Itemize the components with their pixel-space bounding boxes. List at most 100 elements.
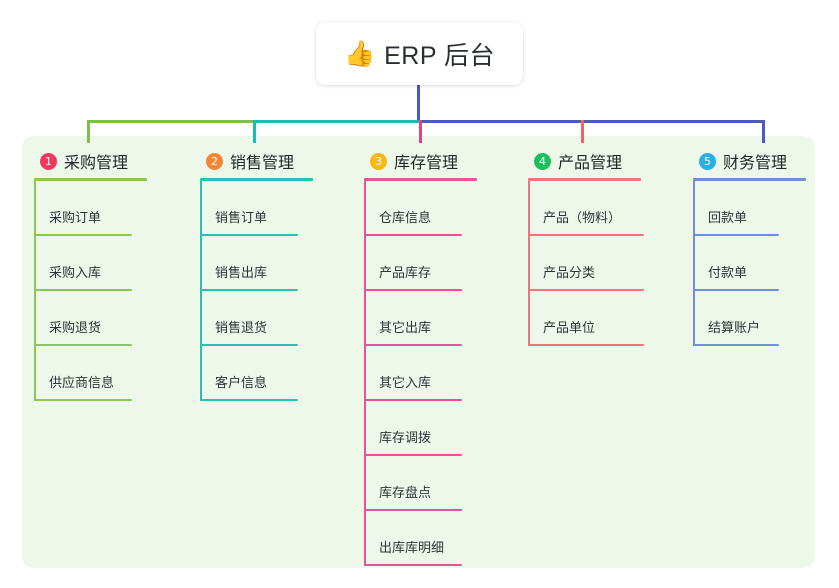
branch-column-1: 1 采购管理采购订单采购入库采购退货供应商信息 <box>34 150 147 401</box>
column-badge-2: 2 <box>206 152 223 170</box>
branch-item-label: 付款单 <box>708 265 748 280</box>
column-underline-5 <box>693 178 806 181</box>
branch-item-underline <box>364 564 462 566</box>
branch-item-underline <box>364 509 462 511</box>
branch-item-underline <box>200 234 298 236</box>
branch-column-4: 4 产品管理产品（物料） 产品分类产品单位 <box>528 150 644 346</box>
branch-item-label: 销售退货 <box>215 320 268 335</box>
branch-item-label: 回款单 <box>708 210 748 225</box>
branch-item-label: 采购退货 <box>49 320 102 335</box>
branches-panel <box>22 136 815 568</box>
column-badge-4: 4 <box>534 152 551 170</box>
column-underline-3 <box>364 178 477 181</box>
branch-item[interactable]: 库存盘点 <box>364 456 477 511</box>
branch-item-label: 库存调拨 <box>379 430 432 445</box>
branch-item-label: 销售订单 <box>215 210 268 225</box>
root-title: ERP 后台 <box>384 41 496 70</box>
branch-item-label: 产品分类 <box>543 265 596 280</box>
branch-item-label: 其它入库 <box>379 375 432 390</box>
column-title-2: 销售管理 <box>230 155 295 172</box>
column-items-2: 销售订单销售出库销售退货客户信息 <box>200 181 313 401</box>
connector-drop-1 <box>87 120 90 143</box>
column-trunk-5 <box>693 181 695 346</box>
branch-item[interactable]: 销售订单 <box>200 181 313 236</box>
column-header-1[interactable]: 1 采购管理 <box>40 150 147 172</box>
branch-item[interactable]: 产品分类 <box>528 236 644 291</box>
branch-item[interactable]: 供应商信息 <box>34 346 147 401</box>
branch-item-label: 供应商信息 <box>49 375 115 390</box>
column-items-3: 仓库信息产品库存其它出库其它入库库存调拨库存盘点出库库明细 <box>364 181 477 566</box>
branch-item-underline <box>528 344 644 346</box>
column-trunk-2 <box>200 181 202 401</box>
branch-item[interactable]: 回款单 <box>693 181 806 236</box>
branch-item[interactable]: 出库库明细 <box>364 511 477 566</box>
branch-item-underline <box>364 344 462 346</box>
branch-item-underline <box>200 399 298 401</box>
branch-item-underline <box>34 289 132 291</box>
branch-item[interactable]: 销售退货 <box>200 291 313 346</box>
branch-item-label: 产品单位 <box>543 320 596 335</box>
branch-item[interactable]: 其它入库 <box>364 346 477 401</box>
connector-bar-segment-1 <box>87 120 253 123</box>
branch-item-underline <box>528 234 644 236</box>
branch-item-underline <box>34 344 132 346</box>
connector-bar-segment-2 <box>253 120 419 123</box>
branch-item-underline <box>34 234 132 236</box>
column-underline-2 <box>200 178 313 181</box>
branch-item-label: 出库库明细 <box>379 540 445 555</box>
root-node[interactable]: 👍 ERP 后台 <box>316 22 523 85</box>
branch-item-label: 销售出库 <box>215 265 268 280</box>
branch-item[interactable]: 采购退货 <box>34 291 147 346</box>
column-underline-1 <box>34 178 147 181</box>
branch-item[interactable]: 其它出库 <box>364 291 477 346</box>
branch-item-underline <box>364 399 462 401</box>
column-header-4[interactable]: 4 产品管理 <box>534 150 641 172</box>
branch-item-label: 产品库存 <box>379 265 432 280</box>
branch-item-label: 客户信息 <box>215 375 268 390</box>
branch-item[interactable]: 客户信息 <box>200 346 313 401</box>
thumbs-up-icon: 👍 <box>343 39 376 68</box>
branch-item[interactable]: 库存调拨 <box>364 401 477 456</box>
branch-item-underline <box>200 289 298 291</box>
branch-item-underline <box>200 344 298 346</box>
column-title-1: 采购管理 <box>64 155 129 172</box>
connector-drop-4 <box>581 120 584 143</box>
branch-item-label: 采购入库 <box>49 265 102 280</box>
column-items-1: 采购订单采购入库采购退货供应商信息 <box>34 181 147 401</box>
branch-item-underline <box>528 289 644 291</box>
column-header-2[interactable]: 2 销售管理 <box>206 150 313 172</box>
branch-item[interactable]: 仓库信息 <box>364 181 477 236</box>
column-trunk-3 <box>364 181 366 566</box>
branch-item[interactable]: 采购入库 <box>34 236 147 291</box>
branch-item[interactable]: 销售出库 <box>200 236 313 291</box>
branch-item-label: 产品（物料） <box>543 210 622 225</box>
root-stem-line <box>417 85 420 123</box>
connector-bar-segment-3 <box>419 120 762 123</box>
column-trunk-4 <box>528 181 530 346</box>
column-items-5: 回款单付款单结算账户 <box>693 181 806 346</box>
column-badge-3: 3 <box>370 152 387 170</box>
branch-item-label: 库存盘点 <box>379 485 432 500</box>
branch-item[interactable]: 产品单位 <box>528 291 644 346</box>
column-title-4: 产品管理 <box>558 155 623 172</box>
branch-item-underline <box>693 344 779 346</box>
branch-item[interactable]: 结算账户 <box>693 291 806 346</box>
branch-item-underline <box>693 289 779 291</box>
column-badge-1: 1 <box>40 152 57 170</box>
branch-item-underline <box>693 234 779 236</box>
column-underline-4 <box>528 178 641 181</box>
branch-item[interactable]: 采购订单 <box>34 181 147 236</box>
branch-item-underline <box>364 454 462 456</box>
branch-item[interactable]: 付款单 <box>693 236 806 291</box>
connector-drop-2 <box>253 120 256 143</box>
branch-item[interactable]: 产品（物料） <box>528 181 644 236</box>
branch-item-label: 采购订单 <box>49 210 102 225</box>
branch-item-label: 结算账户 <box>708 320 761 335</box>
branch-item-underline <box>364 289 462 291</box>
branch-item[interactable]: 产品库存 <box>364 236 477 291</box>
